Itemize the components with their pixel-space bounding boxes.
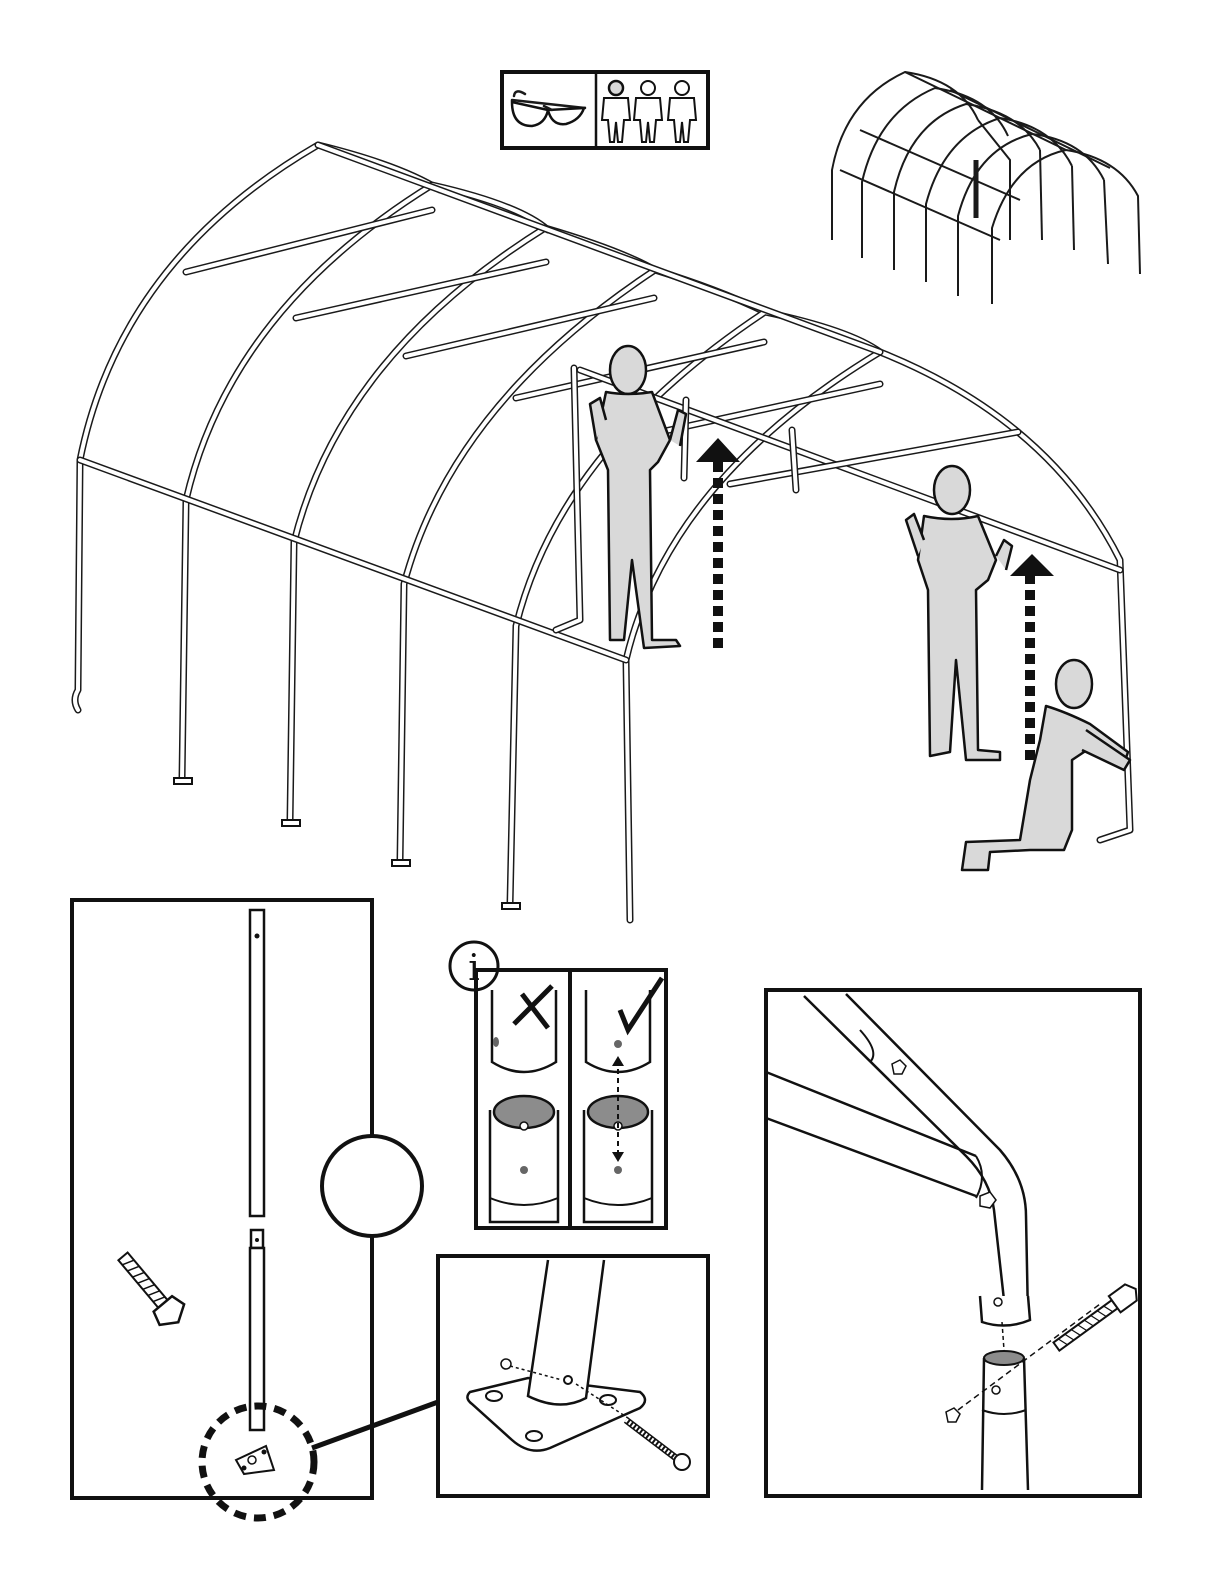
corner-bolt — [1051, 1281, 1142, 1355]
wrong-alignment-example — [490, 986, 558, 1222]
assembled-frame-thumbnail — [832, 72, 1140, 304]
three-people-icon — [602, 81, 696, 142]
correct-alignment-example — [584, 978, 662, 1222]
person-inside — [590, 346, 686, 648]
info-glyph: i — [468, 948, 480, 989]
corner-joint-detail-panel — [766, 990, 1142, 1496]
safety-panel — [502, 72, 708, 148]
quantity-circle — [322, 1136, 422, 1236]
base-plates — [174, 778, 520, 909]
person-standing — [906, 466, 1012, 760]
upper-pipe-part — [250, 910, 264, 1216]
lower-pipe-part — [250, 1230, 264, 1430]
base-plate-detail-panel — [438, 1256, 708, 1496]
callout-connector — [312, 1402, 438, 1448]
bolt-part — [111, 1246, 191, 1332]
safety-glasses-icon — [512, 91, 585, 126]
alignment-info-panel — [450, 942, 666, 1228]
